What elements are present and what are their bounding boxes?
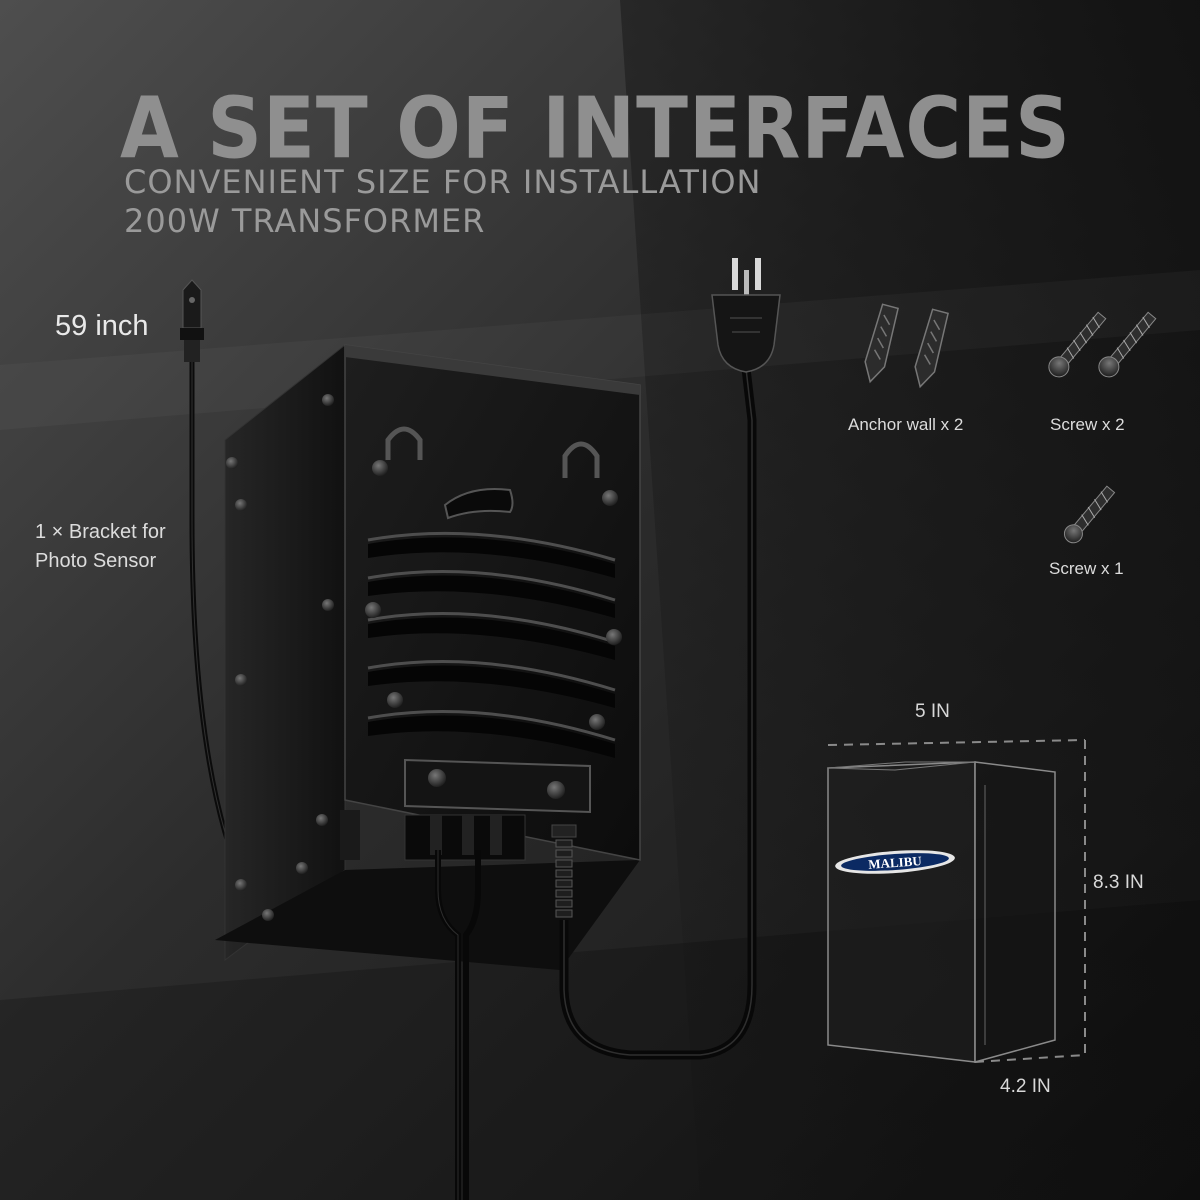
cord-length-label: 59 inch bbox=[55, 310, 149, 342]
screw-single-icon bbox=[1063, 485, 1116, 544]
page-title: A SET OF INTERFACES bbox=[120, 78, 1071, 178]
dimension-width: 5 IN bbox=[915, 701, 950, 722]
screw-icon bbox=[1048, 311, 1157, 378]
bracket-label: 1 × Bracket for Photo Sensor bbox=[35, 518, 166, 576]
subtitle-line-2: 200W TRANSFORMER bbox=[124, 202, 486, 240]
keyhole-left bbox=[385, 426, 423, 460]
transformer-unit bbox=[215, 343, 641, 970]
dimension-height: 8.3 IN bbox=[1093, 872, 1144, 893]
strain-relief bbox=[551, 824, 577, 918]
photo-sensor-bracket bbox=[180, 279, 204, 362]
output-cable-left bbox=[435, 850, 461, 1200]
terminal-plate bbox=[404, 758, 591, 814]
screw-pair-label: Screw x 2 bbox=[1050, 415, 1125, 434]
malibu-logo: MALIBU bbox=[835, 850, 955, 874]
keyhole-right bbox=[562, 441, 600, 478]
bracket-label-line-1: 1 × Bracket for bbox=[35, 521, 166, 543]
dimension-diagram: MALIBU bbox=[827, 739, 1086, 1063]
screw-single-label: Screw x 1 bbox=[1049, 559, 1124, 578]
anchor-wall-label: Anchor wall x 2 bbox=[848, 415, 964, 434]
output-cable-right bbox=[463, 850, 481, 1200]
handle-slot bbox=[443, 488, 514, 520]
dimension-box-front bbox=[827, 761, 976, 1063]
wall-anchor-icon bbox=[864, 303, 949, 389]
transformer-side bbox=[224, 343, 346, 961]
dimension-box-side bbox=[974, 761, 1056, 1063]
plug-icon bbox=[711, 258, 781, 373]
power-cord bbox=[559, 359, 757, 1060]
logo-text: MALIBU bbox=[868, 853, 923, 872]
subtitle-line-1: CONVENIENT SIZE FOR INSTALLATION bbox=[124, 163, 762, 201]
bracket-label-line-2: Photo Sensor bbox=[35, 550, 157, 572]
vent-louvers bbox=[367, 531, 616, 742]
dimension-depth: 4.2 IN bbox=[1000, 1076, 1051, 1097]
